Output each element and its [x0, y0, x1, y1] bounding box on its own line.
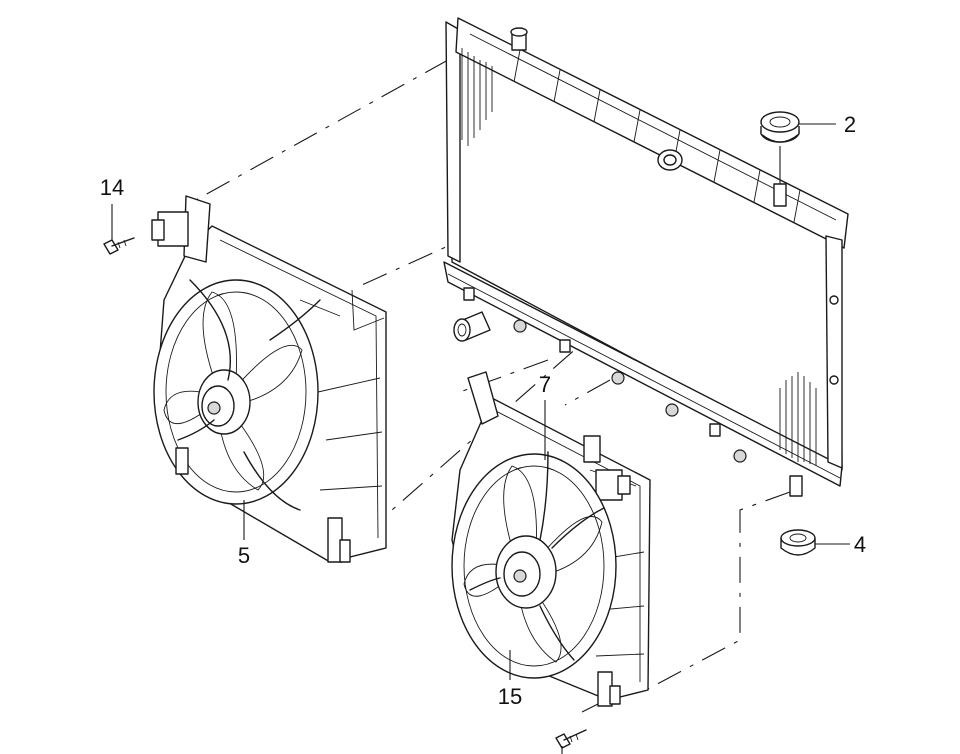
- callout-7: 7: [538, 372, 552, 397]
- callout-2: 2: [843, 112, 857, 137]
- right-fan-blades: [463, 465, 603, 663]
- radiator-fins-left: [461, 48, 493, 146]
- radiator: [443, 17, 849, 497]
- bolt-bottom: [555, 729, 587, 749]
- callout-leaders: [111, 123, 850, 754]
- callout-5: 5: [237, 543, 251, 568]
- mount-insulator-bottom: [780, 529, 816, 556]
- callout-4: 4: [853, 532, 867, 557]
- left-fan-blades: [163, 291, 303, 491]
- left-fan-shroud-assembly: [151, 195, 387, 563]
- callout-15: 15: [497, 684, 523, 709]
- mount-insulator-top: [760, 111, 800, 143]
- radiator-fins-right: [779, 372, 817, 466]
- callout-14: 14: [99, 175, 125, 200]
- bolt-14: [103, 237, 135, 255]
- right-fan-shroud-assembly: [451, 371, 651, 707]
